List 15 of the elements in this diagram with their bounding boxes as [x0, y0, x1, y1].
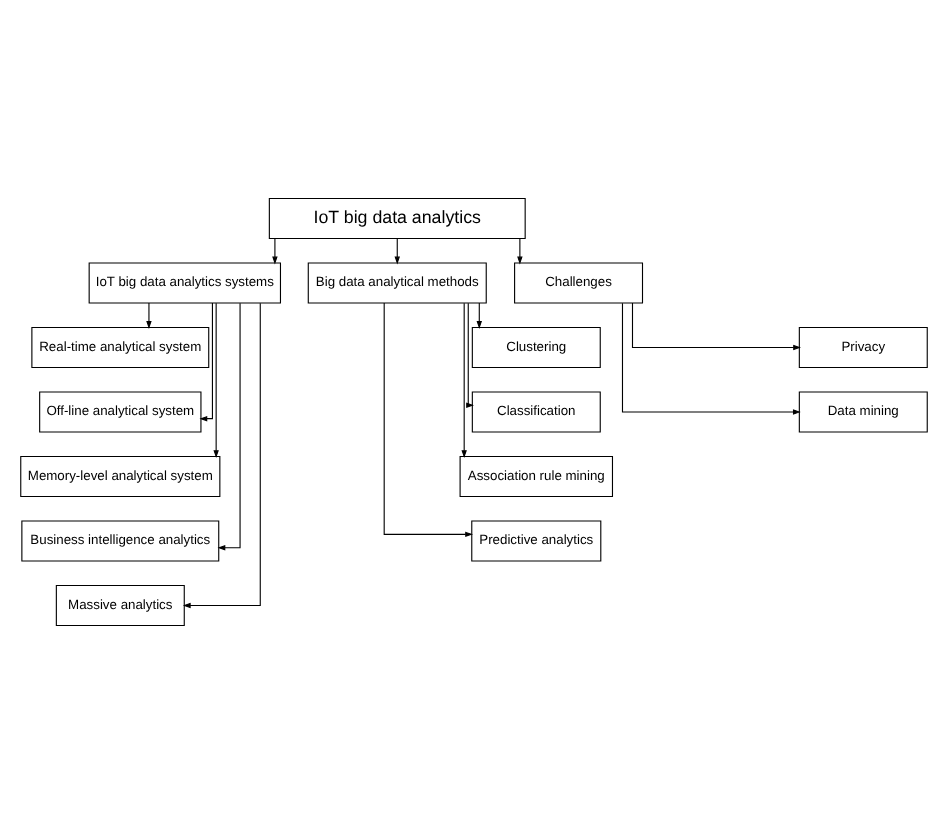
arrow [217, 301, 241, 550]
arrow [272, 236, 278, 264]
arrow [621, 301, 801, 414]
arrow [213, 301, 219, 458]
arrow [182, 301, 261, 608]
arrow [461, 301, 467, 458]
arrow [394, 236, 400, 264]
arrow [476, 301, 482, 328]
arrow [631, 301, 801, 350]
node-box: IoT big data analytics [268, 196, 526, 239]
arrow [383, 301, 474, 537]
arrow [199, 301, 213, 421]
arrow [517, 236, 523, 264]
arrow [466, 301, 474, 408]
arrow [146, 301, 152, 328]
